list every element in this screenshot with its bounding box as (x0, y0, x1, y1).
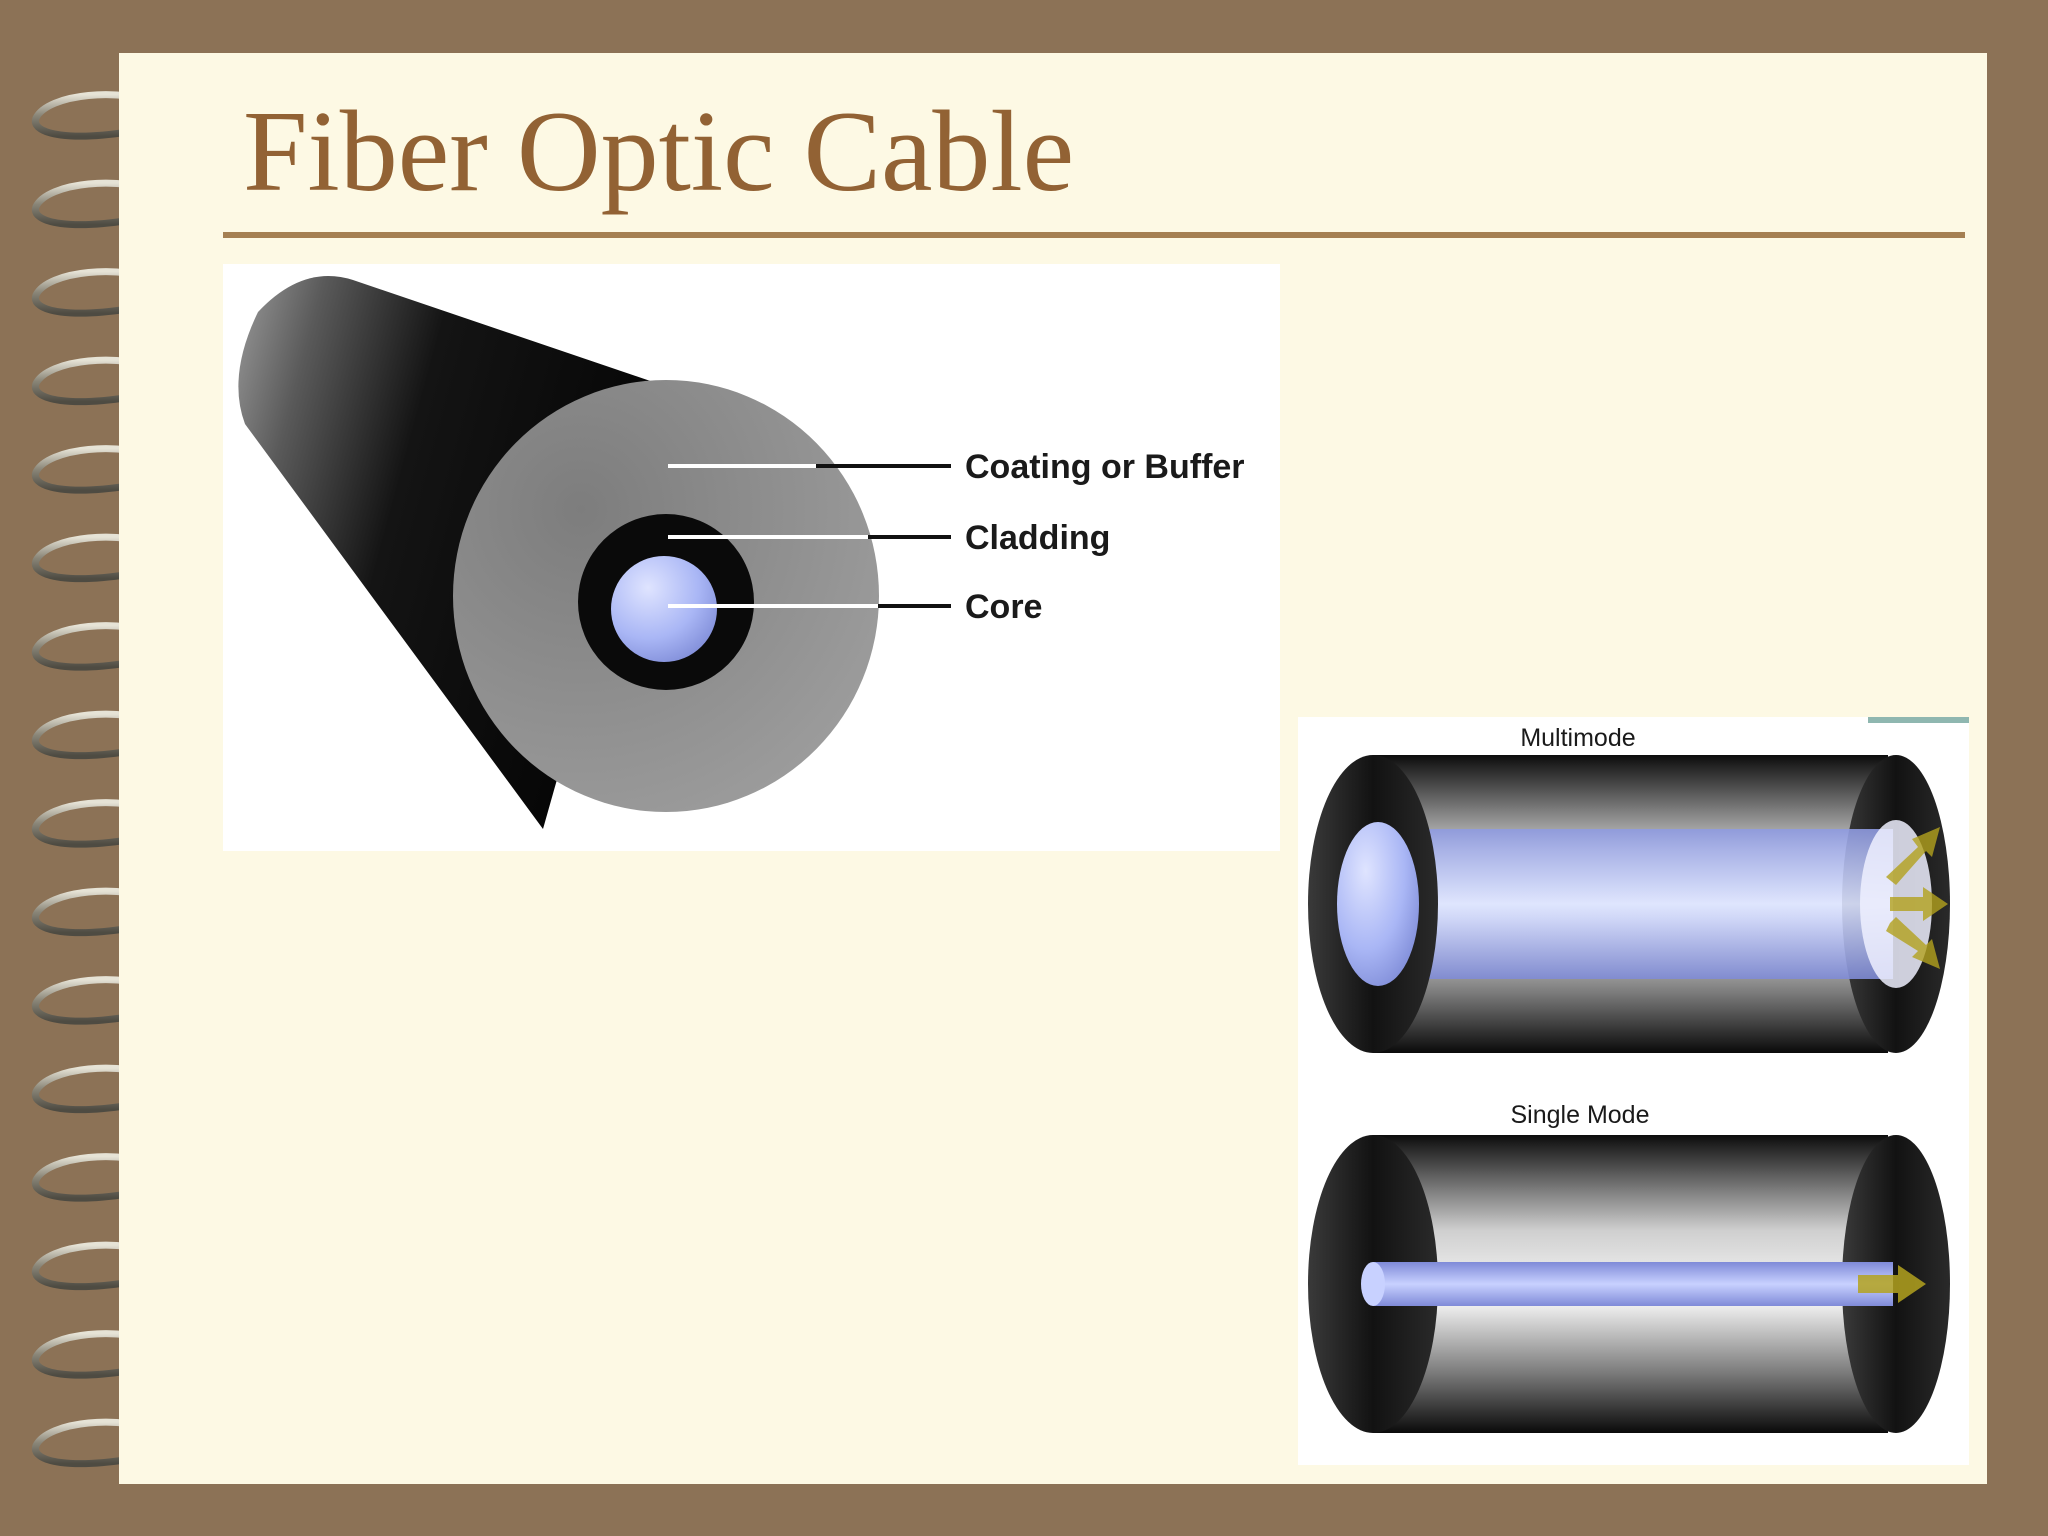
title-divider (223, 232, 1965, 238)
slide-title: Fiber Optic Cable (243, 88, 1075, 216)
label-multimode: Multimode (1520, 724, 1635, 752)
single-mode-fiber (1308, 1135, 1950, 1433)
modes-svg: Multimode Single Mode (1308, 717, 1969, 1433)
fiber-cross-section-diagram: Coating or Buffer Cladding Core (223, 264, 1280, 851)
light-arrow (1858, 1265, 1926, 1303)
fiber-modes-diagram: Multimode Single Mode (1298, 717, 1969, 1465)
label-core: Core (965, 588, 1042, 626)
label-single-mode: Single Mode (1511, 1101, 1650, 1129)
label-cladding: Cladding (965, 519, 1110, 557)
leader-lines (668, 464, 951, 608)
label-coating: Coating or Buffer (965, 448, 1245, 486)
light-arrows (1886, 827, 1948, 969)
cross-section-svg: Coating or Buffer Cladding Core (238, 276, 1245, 829)
slide-page: Fiber Optic Cable (119, 53, 1987, 1484)
panel-edge-strip (1868, 717, 1969, 723)
multimode-fiber (1308, 755, 1950, 1053)
core-layer (611, 556, 717, 662)
